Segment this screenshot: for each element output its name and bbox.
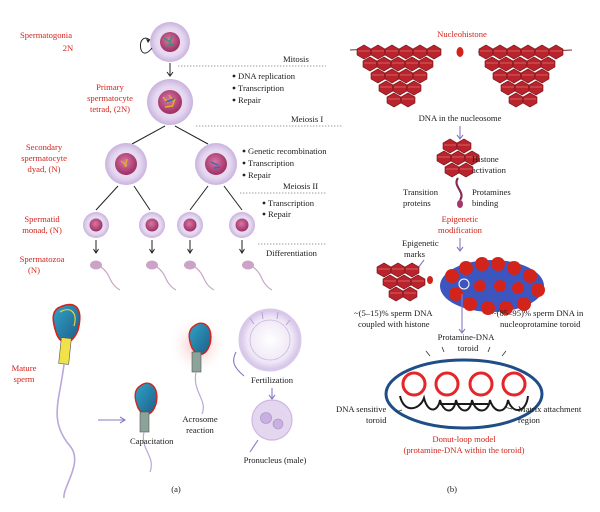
- bullets-primary: DNA replication Transcription Repair: [232, 71, 296, 105]
- label-donut-title-1: Donut-loop model: [432, 434, 496, 444]
- stage-secondary-3: dyad, (N): [28, 164, 61, 174]
- label-epigenetic-modification-1: Epigenetic: [442, 214, 479, 224]
- label-epigenetic-modification-2: modification: [438, 225, 483, 235]
- process-meiosis-ii: Meiosis II: [283, 181, 318, 191]
- stage-mature-2: sperm: [13, 374, 34, 384]
- label-right-pct-2: nucleoprotamine toroid: [500, 319, 581, 329]
- label-transition-proteins-2: proteins: [403, 198, 431, 208]
- label-acrosome-2: reaction: [186, 425, 214, 435]
- title-nucleohistone: Nucleohistone: [437, 29, 487, 39]
- svg-text:Transcription: Transcription: [268, 198, 315, 208]
- histone-retained-dna: [376, 262, 433, 302]
- spermatozoa-row: [90, 260, 273, 291]
- acrosome-reacted-sperm: [188, 322, 212, 415]
- bullets-secondary: Genetic recombination Transcription Repa…: [242, 146, 327, 180]
- nucleoprotamine-cluster: [440, 257, 545, 315]
- label-protamine-toroid-2: toroid: [458, 343, 479, 353]
- label-histone-activation-1: Histone: [472, 154, 499, 164]
- nucleosome-array-right: [477, 44, 573, 108]
- stage-primary-3: tetrad, (2N): [90, 104, 130, 114]
- panel-b: Nucleohistone DNA in the nucleosome: [336, 29, 584, 494]
- label-protamines-binding-2: binding: [472, 198, 499, 208]
- label-protamines-binding-1: Protamines: [472, 187, 511, 197]
- zygote: [251, 399, 293, 441]
- stage-spermatid-2: monad, (N): [22, 225, 62, 235]
- label-transition-proteins-1: Transition: [403, 187, 439, 197]
- svg-text:Repair: Repair: [248, 170, 271, 180]
- stage-primary-1: Primary: [96, 82, 124, 92]
- stage-spermatogonia: Spermatogonia: [20, 30, 72, 40]
- label-pronucleus: Pronucleus (male): [244, 455, 307, 465]
- svg-text:Genetic recombination: Genetic recombination: [248, 146, 327, 156]
- panel-a: Spermatogonia 2N Primary spermatocyte te…: [12, 22, 342, 499]
- label-dna-sensitive-2: toroid: [366, 415, 387, 425]
- svg-text:Repair: Repair: [268, 209, 291, 219]
- label-protamine-toroid-1: Protamine-DNA: [438, 332, 496, 342]
- label-epigenetic-marks-2: marks: [404, 249, 426, 259]
- stage-mature-1: Mature: [12, 363, 37, 373]
- primary-spermatocyte-nucleus: [158, 90, 182, 114]
- stage-spermatogonia-ploidy: 2N: [63, 43, 74, 53]
- panel-a-label: (a): [171, 484, 181, 494]
- transition-chromatin: [436, 138, 480, 208]
- process-meiosis-i: Meiosis I: [291, 114, 323, 124]
- label-right-pct-1: ~(85–95)% sperm DNA in: [492, 308, 584, 318]
- label-donut-title-2: (protamine-DNA within the toroid): [403, 445, 524, 455]
- stage-secondary-1: Secondary: [26, 142, 63, 152]
- label-matrix-attachment-1: Matrix attachment: [518, 404, 582, 414]
- label-left-pct-1: ~(5–15)% sperm DNA: [354, 308, 433, 318]
- svg-text:Repair: Repair: [238, 95, 261, 105]
- label-matrix-attachment-2: region: [518, 415, 541, 425]
- stage-spermatozoa-1: Spermatozoa: [20, 254, 65, 264]
- label-dna-sensitive-1: DNA sensitive: [336, 404, 387, 414]
- stage-secondary-2: spermatocyte: [21, 153, 67, 163]
- panel-b-label: (b): [447, 484, 457, 494]
- svg-text:Transcription: Transcription: [238, 83, 285, 93]
- label-left-pct-2: coupled with histone: [358, 319, 430, 329]
- bullets-spermatid: Transcription Repair: [262, 198, 315, 219]
- label-acrosome-1: Acrosome: [182, 414, 218, 424]
- svg-text:Transcription: Transcription: [248, 158, 295, 168]
- stage-spermatid-1: Spermatid: [24, 214, 60, 224]
- donut-loop-model: [384, 358, 544, 430]
- process-differentiation: Differentiation: [266, 248, 318, 258]
- process-mitosis: Mitosis: [283, 54, 309, 64]
- label-dna-nucleosome: DNA in the nucleosome: [419, 113, 502, 123]
- label-histone-activation-2: activation: [472, 165, 507, 175]
- svg-text:DNA replication: DNA replication: [238, 71, 296, 81]
- stage-primary-2: spermatocyte: [87, 93, 133, 103]
- spermatid-row: [83, 212, 255, 238]
- self-renewal-arrow: [139, 37, 153, 54]
- nucleosome-array-left: [349, 44, 442, 108]
- mature-sperm: [52, 303, 81, 499]
- capacitated-sperm: [134, 382, 158, 473]
- oocyte: [238, 308, 302, 372]
- label-fertilization: Fertilization: [251, 375, 294, 385]
- label-epigenetic-marks-1: Epigenetic: [402, 238, 439, 248]
- stage-spermatozoa-2: (N): [28, 265, 40, 275]
- label-capacitation: Capacitation: [130, 436, 174, 446]
